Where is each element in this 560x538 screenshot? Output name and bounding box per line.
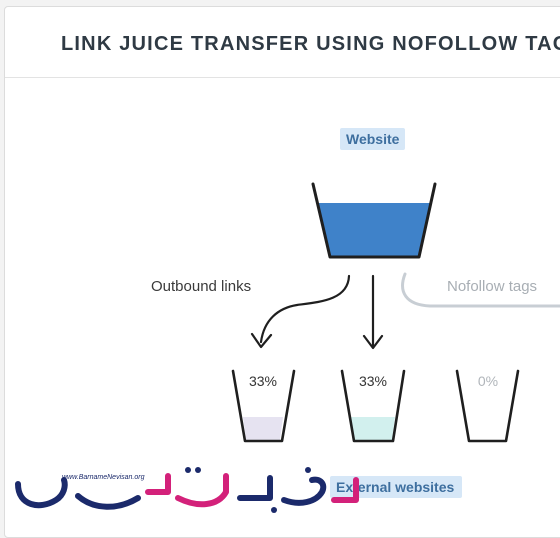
logo-stroke-6 (281, 476, 327, 506)
bucket-outline (311, 182, 437, 259)
target-cup-2 (340, 369, 406, 443)
arrow-left-head (250, 332, 273, 349)
external-websites-badge: External websites (330, 476, 463, 498)
cup-2-fill (351, 417, 395, 440)
cup-3-outline (455, 369, 520, 443)
cup-1-fill (243, 417, 283, 440)
logo-stroke-3 (145, 473, 171, 495)
logo-stroke-7 (331, 477, 359, 503)
diagram-title: LINK JUICE TRANSFER USING NOFOLLOW TAGS (61, 33, 560, 55)
cup-3-percent: 0% (477, 373, 499, 389)
logo-stroke-4 (175, 473, 229, 508)
cup-2-outline (340, 369, 406, 443)
logo-stroke-1 (15, 477, 68, 509)
diagram-card: LINK JUICE TRANSFER USING NOFOLLOW TAGS (4, 6, 560, 538)
nofollow-curve (401, 272, 560, 308)
logo-stroke-5 (237, 475, 273, 501)
target-cup-1 (231, 369, 296, 443)
title-bar: LINK JUICE TRANSFER USING NOFOLLOW TAGS (5, 7, 560, 78)
nofollow-tags-label: Nofollow tags (447, 278, 538, 295)
bucket-water (317, 203, 431, 257)
website-bucket (311, 182, 437, 259)
arrow-left (259, 274, 351, 344)
watermark-url: www.BarnameNevisan.org (62, 474, 145, 481)
cup-2-percent: 33% (358, 373, 388, 389)
arrow-middle-head (362, 334, 384, 350)
cup-1-percent: 33% (248, 373, 278, 389)
cup-1-outline (231, 369, 296, 443)
outbound-arrows (250, 274, 384, 350)
target-cup-3 (455, 369, 520, 443)
diagram-graphics (231, 182, 560, 443)
outbound-links-label: Outbound links (151, 278, 252, 295)
watermark-logo (15, 467, 359, 513)
website-badge: Website (340, 128, 406, 150)
logo-stroke-2 (75, 493, 141, 510)
